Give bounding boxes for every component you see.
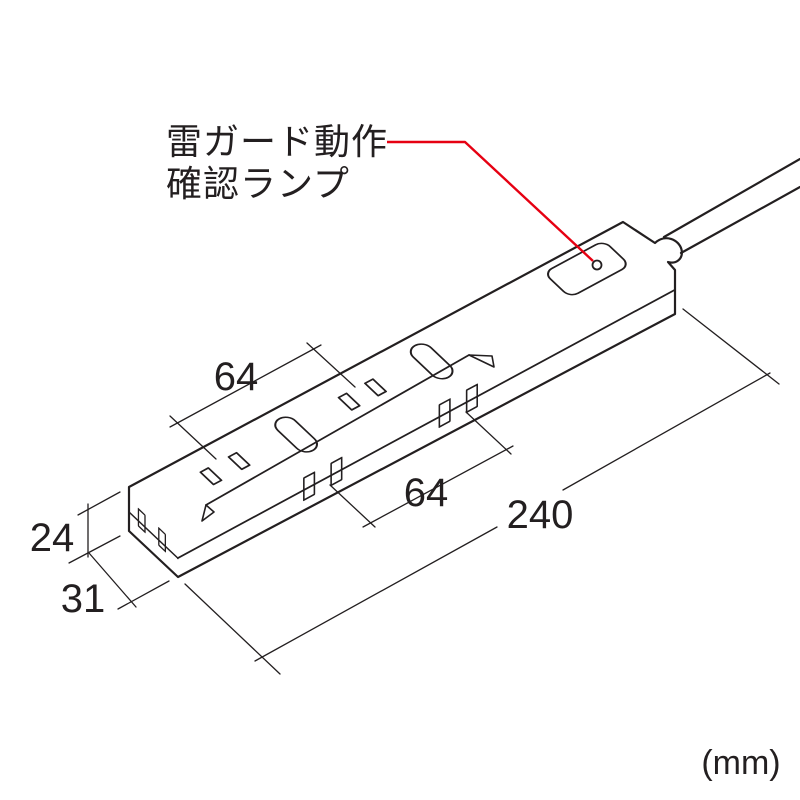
- extension-line: [306, 342, 356, 388]
- power-strip-body: [127, 220, 683, 579]
- lamp-annotation-line1: 雷ガード動作: [166, 121, 388, 162]
- top-face-details: [199, 242, 627, 486]
- extension-line: [77, 491, 121, 516]
- outlet-slot: [465, 383, 478, 414]
- shell-seam-line: [177, 289, 675, 560]
- dimension-line: [362, 445, 514, 528]
- rim-bevel: [468, 354, 495, 368]
- dimension-label-pitch-top: 64: [214, 355, 259, 399]
- latch-slot: [137, 507, 146, 534]
- lamp-panel: [547, 242, 627, 296]
- dimension-label-length: 240: [507, 493, 574, 537]
- extension-line: [117, 580, 170, 610]
- dimension-outlet-pitch-top: [169, 342, 356, 460]
- dimension-line: [254, 526, 498, 662]
- outlet-slot: [438, 398, 451, 428]
- outlet-slot: [337, 392, 361, 411]
- power-cord: [662, 157, 800, 239]
- dimension-label-depth: 31: [61, 577, 106, 621]
- unit-label: (mm): [701, 744, 780, 782]
- leader-line: [387, 140, 594, 262]
- outlet-slot: [227, 451, 251, 471]
- dimension-label-pitch-front: 64: [404, 471, 449, 515]
- lamp-annotation-line2: 確認ランプ: [166, 163, 350, 204]
- outlet-slot: [330, 456, 343, 487]
- extension-line: [682, 308, 780, 385]
- dimension-label-height: 24: [30, 516, 75, 560]
- dimension-line: [169, 344, 322, 428]
- extension-line: [465, 411, 512, 455]
- dimension-overall-length: [184, 308, 780, 675]
- extension-line: [184, 583, 281, 675]
- dimension-lines: [68, 308, 780, 675]
- end-face-details: [128, 507, 179, 560]
- outlet-oval-opening: [409, 343, 454, 380]
- dimension-outlet-pitch-front: [329, 411, 514, 528]
- outlet-slot: [303, 471, 316, 502]
- power-cord: [679, 185, 800, 255]
- front-face-details: [177, 289, 675, 560]
- lamp-indicator-icon: [591, 259, 603, 271]
- rim-step-line: [205, 354, 470, 506]
- latch-slot: [158, 527, 167, 553]
- outlet-slot: [199, 467, 223, 486]
- dimension-line: [562, 372, 771, 491]
- shell-seam-line: [128, 510, 179, 560]
- dimension-depth: [88, 552, 170, 610]
- dimension-height: [68, 491, 121, 564]
- rim-bevel: [201, 504, 215, 522]
- power-strip-drawing: [127, 157, 800, 579]
- extension-line: [329, 484, 376, 528]
- outlet-slot: [363, 378, 388, 397]
- outlet-oval-opening: [274, 416, 319, 453]
- extension-line: [68, 535, 121, 564]
- dimension-line: [88, 552, 137, 608]
